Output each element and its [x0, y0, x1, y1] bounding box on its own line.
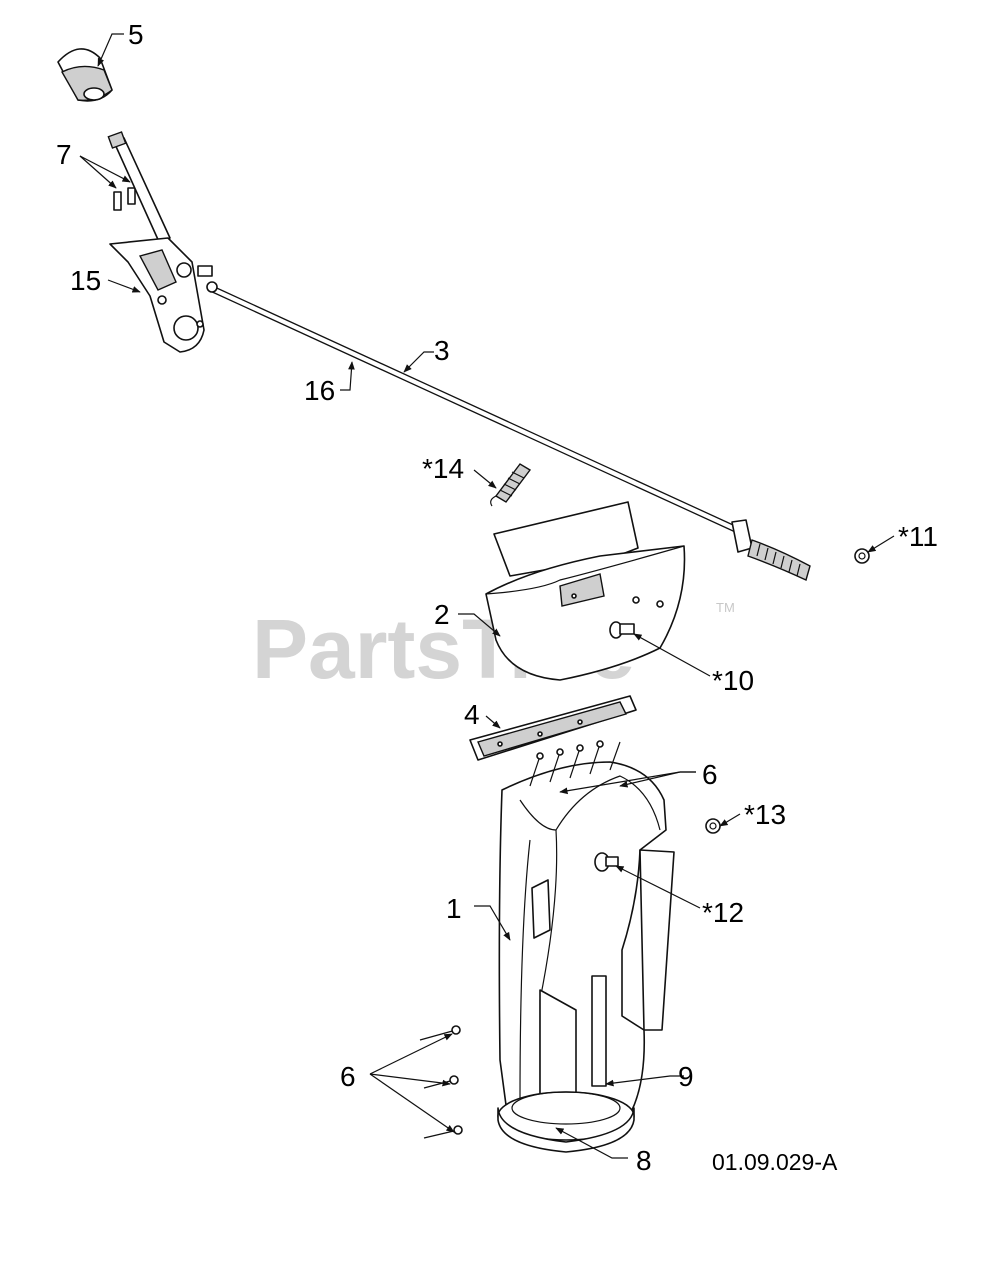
- callout-15: 15: [70, 265, 101, 296]
- callout-11: *11: [898, 521, 938, 552]
- part-11-nut[interactable]: [854, 548, 870, 564]
- callout-13: *13: [744, 799, 786, 830]
- shift-lever[interactable]: [107, 131, 171, 245]
- callout-14: *14: [422, 453, 464, 484]
- callout-2: 2: [434, 599, 450, 630]
- part-3-cable[interactable]: [206, 281, 745, 537]
- leader-lines: [79, 33, 895, 1159]
- part-14-spring[interactable]: [490, 463, 532, 507]
- callout-6-top: 6: [702, 759, 718, 790]
- callout-9: 9: [678, 1061, 694, 1092]
- watermark-trademark: TM: [716, 600, 735, 615]
- part-4-plate[interactable]: [469, 695, 637, 761]
- callout-8: 8: [636, 1145, 652, 1176]
- part-13-nut[interactable]: [705, 818, 721, 834]
- part-15-bracket[interactable]: [109, 237, 213, 353]
- part-6-rivets-left[interactable]: [419, 1025, 463, 1139]
- callout-4: 4: [464, 699, 480, 730]
- callout-10: *10: [712, 665, 754, 696]
- callout-3: 3: [434, 335, 450, 366]
- callout-1: 1: [446, 893, 462, 924]
- cable-end-spring[interactable]: [731, 519, 811, 581]
- drawing-code: 01.09.029-A: [712, 1149, 838, 1175]
- part-1-chute[interactable]: [497, 761, 675, 1153]
- part-5-knob[interactable]: [57, 48, 113, 102]
- part-7-pins[interactable]: [113, 187, 136, 211]
- part-2-deflector[interactable]: [485, 501, 686, 681]
- callout-5: 5: [128, 19, 144, 50]
- callout-16: 16: [304, 375, 335, 406]
- callout-7: 7: [56, 139, 72, 170]
- part-12-stud[interactable]: [594, 852, 619, 872]
- callout-6-left: 6: [340, 1061, 356, 1092]
- callout-12: *12: [702, 897, 744, 928]
- part-10-bolt[interactable]: [609, 621, 635, 639]
- part-6-rivets-top[interactable]: [529, 740, 621, 787]
